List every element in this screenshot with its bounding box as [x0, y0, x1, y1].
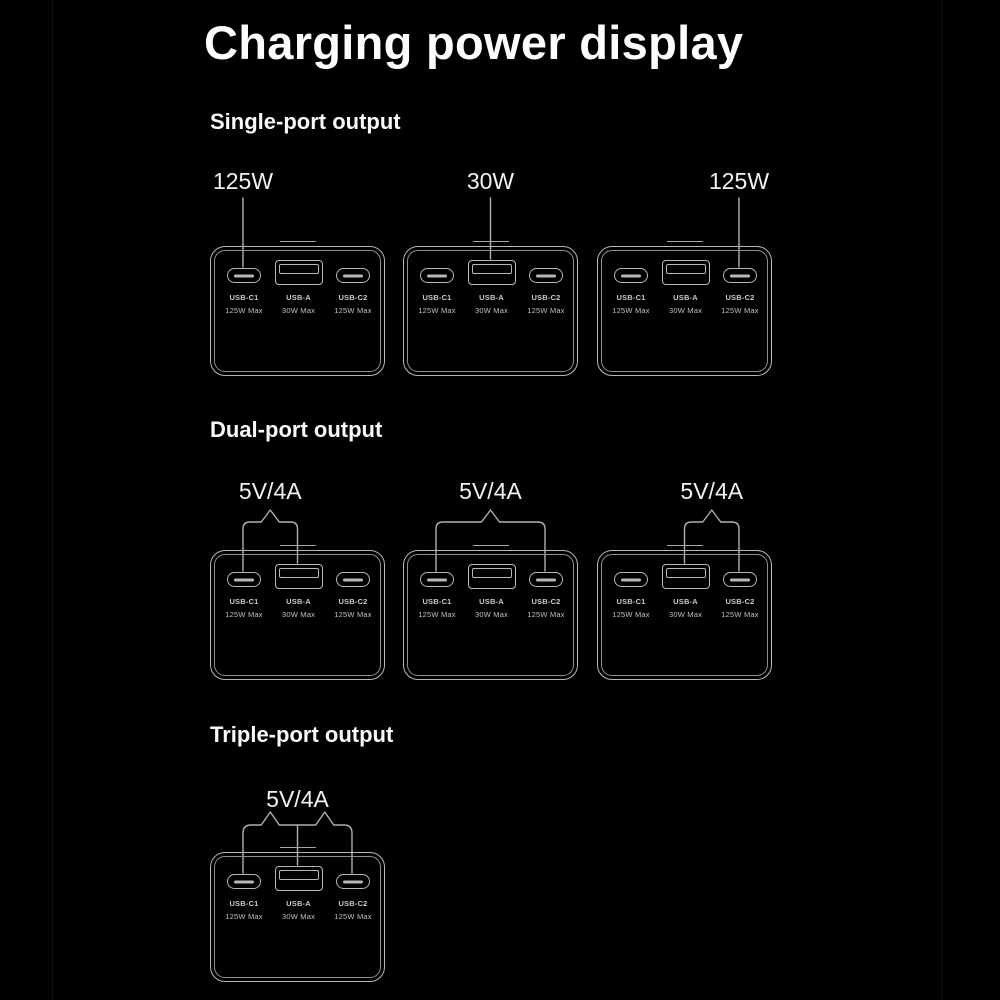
usb-c2-port [336, 874, 370, 889]
device-top-tab [666, 241, 703, 242]
photo-right-edge-line [941, 0, 942, 1000]
usb-a-pin [471, 263, 512, 274]
device-top-tab [666, 545, 703, 546]
usb-a-port [467, 260, 516, 285]
usb-c1-port [420, 268, 454, 283]
usb-a-pin [278, 263, 319, 274]
usb-a-port [467, 564, 516, 589]
callout-label: 5V/4A [238, 478, 302, 504]
callout-label: 5V/4A [266, 786, 329, 812]
usb-c1-port [227, 572, 261, 587]
usb-c1-port [420, 572, 454, 587]
usb-c2-port [336, 572, 370, 587]
device-inner-outline [214, 250, 381, 372]
device-inner-outline [601, 250, 768, 372]
callout-bracket-c1-a [242, 509, 299, 572]
device-top-tab [472, 241, 509, 242]
callout-bracket-c1-c2 [435, 509, 546, 572]
usb-a-port [661, 260, 710, 285]
callout-bracket-a-c2 [683, 509, 740, 572]
photo-left-edge-line [52, 0, 53, 1000]
callout-label: 5V/4A [459, 478, 522, 504]
usb-c2-port [529, 268, 563, 283]
usb-c1-port [614, 572, 648, 587]
device-top-tab [279, 241, 316, 242]
section-heading-triple-port: Triple-port output [210, 722, 394, 747]
callout-bracket-c1-a-c2 [242, 811, 353, 874]
page-title: Charging power display [204, 16, 744, 69]
device-inner-outline [601, 554, 768, 676]
usb-c2-port [723, 268, 757, 283]
device-top-tab [279, 847, 316, 848]
callout-line-to-usb-c2 [738, 197, 740, 268]
callout-line-to-usb-c1 [242, 197, 244, 268]
device-top-tab [472, 545, 509, 546]
usb-c2-port [529, 572, 563, 587]
device-inner-outline [214, 554, 381, 676]
usb-c1-port [227, 268, 261, 283]
callout-label: 5V/4A [680, 478, 744, 504]
usb-a-pin [278, 567, 319, 578]
usb-a-pin [471, 567, 512, 578]
section-heading-single-port: Single-port output [210, 109, 401, 134]
usb-a-port [274, 260, 323, 285]
usb-c2-port [336, 268, 370, 283]
usb-a-port [274, 564, 323, 589]
callout-label: 30W [466, 168, 515, 194]
device-inner-outline [214, 856, 381, 978]
callout-label: 125W [212, 168, 274, 194]
usb-a-pin [665, 567, 706, 578]
device-top-tab [279, 545, 316, 546]
usb-a-pin [665, 263, 706, 274]
device-inner-outline [407, 554, 574, 676]
device-inner-outline [407, 250, 574, 372]
usb-c2-port [723, 572, 757, 587]
section-heading-dual-port: Dual-port output [210, 417, 383, 442]
callout-label: 125W [708, 168, 770, 194]
usb-a-port [661, 564, 710, 589]
usb-a-pin [278, 869, 319, 880]
usb-c1-port [614, 268, 648, 283]
callout-line-to-usb-a [489, 197, 492, 260]
usb-a-port [274, 866, 323, 891]
usb-c1-port [227, 874, 261, 889]
